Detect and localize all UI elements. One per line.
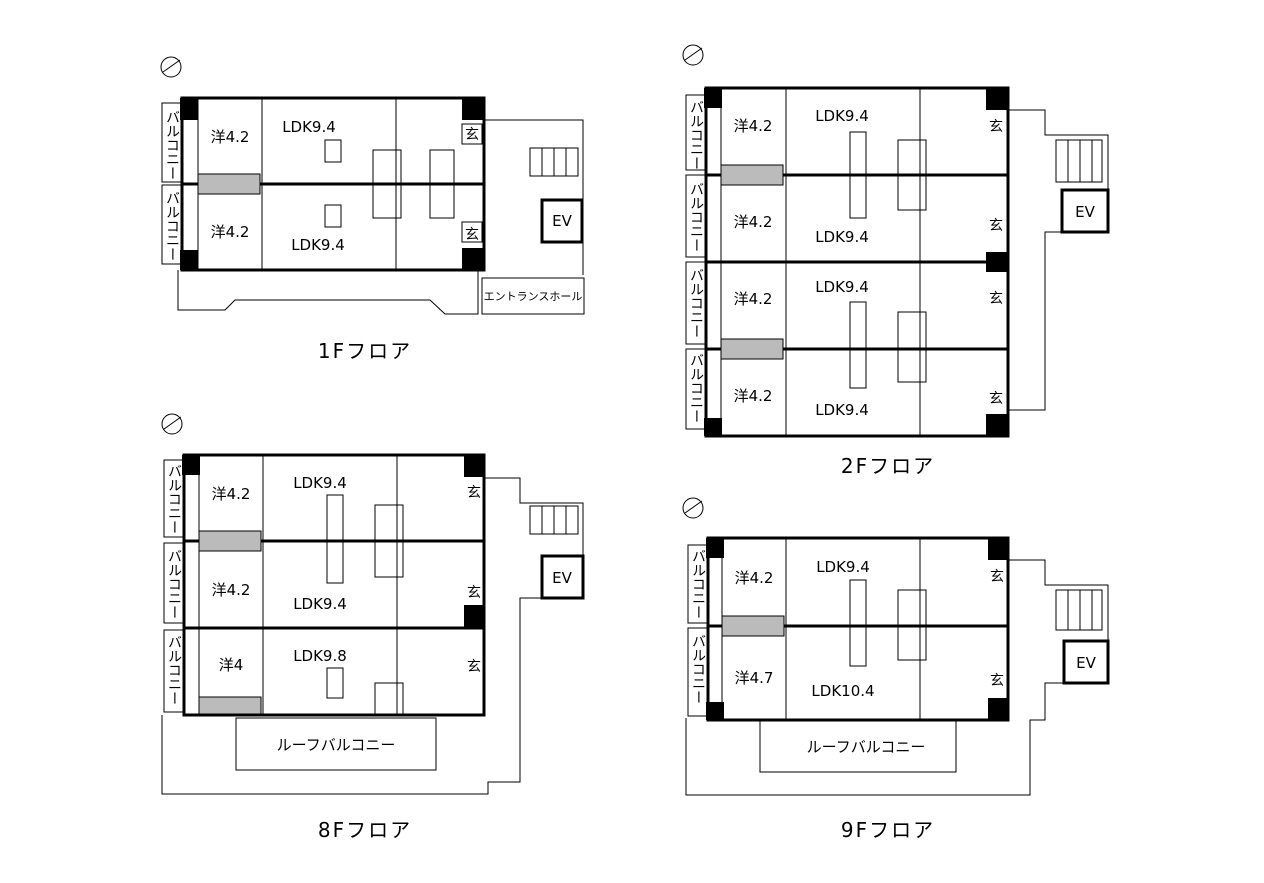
balcony-label-8f-1: バルコニー: [166, 464, 182, 534]
roof-balcony-label-9f: ルーフバルコニー: [807, 738, 926, 756]
genkan-label-8f-3: 玄: [467, 658, 481, 675]
floor-caption-1f: 1Fフロア: [318, 339, 412, 363]
genkan-label-9f-2: 玄: [990, 672, 1004, 689]
balcony-label-2f-2: バルコニー: [688, 182, 704, 252]
room-label-8f-w2: 洋4.2: [212, 581, 251, 599]
room-label-2f-w4: 洋4.2: [734, 387, 773, 405]
north-arrow-icon: [161, 413, 183, 435]
genkan-label-2f-2: 玄: [989, 217, 1003, 234]
genkan-label-9f-1: 玄: [990, 568, 1004, 585]
room-label-2f-w1: 洋4.2: [734, 117, 773, 135]
balcony-label-1f-2: バルコニー: [164, 191, 180, 261]
room-label-8f-l3: LDK9.8: [293, 647, 347, 665]
room-label-1f-w2: 洋4.2: [211, 223, 250, 241]
entrance-hall-label: エントランスホール: [484, 290, 583, 303]
room-label-8f-w3: 洋4: [219, 656, 244, 674]
genkan-label-2f-1: 玄: [989, 118, 1003, 135]
room-label-2f-l3: LDK9.4: [815, 278, 869, 296]
ev-label-1f: EV: [552, 212, 572, 230]
floor-caption-9f: 9Fフロア: [841, 818, 935, 842]
room-label-8f-l2: LDK9.4: [293, 595, 347, 613]
ev-label-8f: EV: [552, 569, 572, 587]
north-arrow-icon: [682, 44, 704, 66]
balcony-label-9f-2: バルコニー: [690, 634, 706, 704]
floor-plan-8f: ルーフバルコニー EV 洋4.2 洋4.2 洋4 LDK9.4 LDK9.4 L…: [161, 413, 585, 842]
genkan-label-8f-1: 玄: [467, 484, 481, 501]
north-arrow-icon: [682, 497, 704, 519]
room-label-8f-w1: 洋4.2: [212, 485, 251, 503]
roof-balcony-label-8f: ルーフバルコニー: [277, 736, 396, 754]
genkan-label-2f-3: 玄: [989, 290, 1003, 307]
room-label-9f-l1: LDK9.4: [816, 558, 870, 576]
room-label-1f-l1: LDK9.4: [282, 118, 336, 136]
genkan-label-1f-2: 玄: [465, 226, 479, 243]
balcony-label-2f-1: バルコニー: [688, 100, 704, 170]
room-label-2f-w3: 洋4.2: [734, 290, 773, 308]
floor-caption-2f: 2Fフロア: [841, 454, 935, 478]
balcony-label-9f-1: バルコニー: [690, 549, 706, 619]
floor-plan-2f: EV 洋4.2 洋4.2 洋4.2 洋4.2 LDK9.4: [682, 44, 1110, 478]
room-label-8f-l1: LDK9.4: [293, 474, 347, 492]
room-label-9f-w1: 洋4.2: [735, 569, 774, 587]
room-label-9f-l2: LDK10.4: [811, 682, 874, 700]
balcony-label-2f-4: バルコニー: [688, 353, 704, 423]
room-label-2f-l1: LDK9.4: [815, 107, 869, 125]
ev-label-2f: EV: [1075, 203, 1095, 221]
room-label-2f-w2: 洋4.2: [734, 213, 773, 231]
genkan-label-2f-4: 玄: [989, 390, 1003, 407]
room-label-9f-w2: 洋4.7: [735, 669, 774, 687]
genkan-label-1f-1: 玄: [465, 126, 479, 143]
floor-caption-8f: 8Fフロア: [318, 818, 412, 842]
north-arrow-icon: [160, 56, 182, 78]
room-label-2f-l4: LDK9.4: [815, 401, 869, 419]
genkan-label-8f-2: 玄: [467, 584, 481, 601]
balcony-label-1f-1: バルコニー: [164, 110, 180, 180]
room-label-1f-l2: LDK9.4: [291, 236, 345, 254]
floor-plan-1f: EV エントランスホール 洋4.2 洋4.2 LDK9.4 LDK9.4 玄 玄…: [160, 56, 585, 363]
room-label-2f-l2: LDK9.4: [815, 228, 869, 246]
balcony-label-8f-3: バルコニー: [166, 635, 182, 705]
ev-label-9f: EV: [1076, 654, 1096, 672]
balcony-label-2f-3: バルコニー: [688, 268, 704, 338]
balcony-label-8f-2: バルコニー: [166, 549, 182, 619]
room-label-1f-w1: 洋4.2: [211, 128, 250, 146]
floor-plan-9f: ルーフバルコニー EV 洋4.2 洋4.7 LDK9.4 LDK10.4 玄 玄…: [682, 497, 1110, 842]
